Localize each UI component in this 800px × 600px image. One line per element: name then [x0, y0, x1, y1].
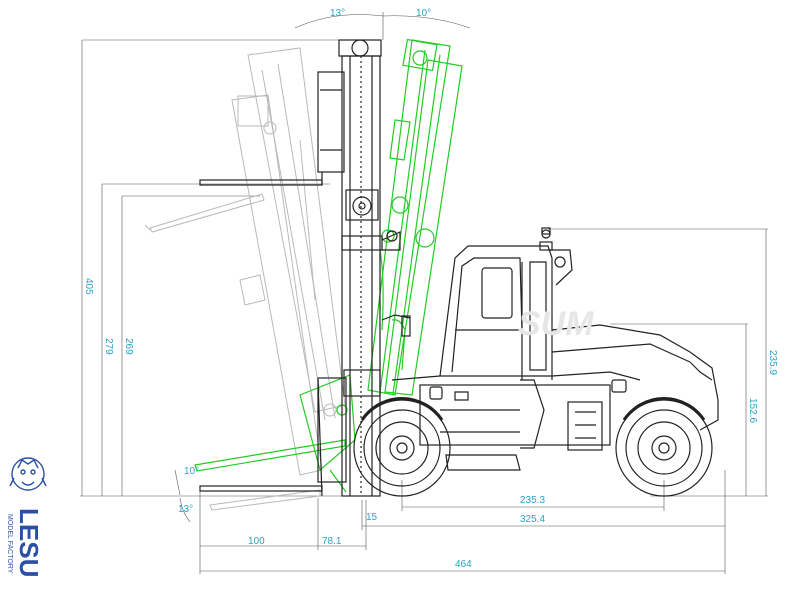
- dim-angle-fork-bottom: 13°: [178, 504, 193, 515]
- ghost-mast-back-tilt: [144, 47, 346, 511]
- front-wheel: [353, 397, 451, 497]
- dim-angle-fork-top: 10°: [184, 466, 199, 477]
- dimension-lines: [80, 12, 768, 574]
- forks: [199, 172, 347, 497]
- lion-logo-icon: [9, 457, 47, 491]
- dim-fork-length: 100: [248, 536, 265, 547]
- watermark-text: SUM: [518, 305, 594, 343]
- dim-angle-top-left: 13°: [330, 8, 345, 19]
- dim-overall-height: 405: [83, 278, 94, 295]
- dim-wheelbase: 235.3: [520, 495, 545, 506]
- dim-cab-height: 235.9: [767, 350, 778, 375]
- dim-body-height: 152.6: [747, 398, 758, 423]
- rear-wheel: [615, 397, 713, 497]
- brand-name: LESU: [14, 508, 44, 577]
- green-mast-forward-tilt: [194, 38, 463, 493]
- dim-body-length: 325.4: [520, 514, 545, 525]
- dim-lift-279: 279: [103, 338, 114, 355]
- truck-body: [391, 227, 719, 471]
- dimension-labels: 13° 10° 405 279 269 235.9 152.6 10° 13° …: [83, 8, 778, 570]
- brand-tagline: MODEL FACTORY: [6, 514, 13, 574]
- dim-fork-to-axle: 78.1: [322, 536, 342, 547]
- dim-lift-269: 269: [123, 338, 134, 355]
- dim-angle-top-right: 10°: [416, 8, 431, 19]
- dim-front-overhang: 15: [366, 512, 378, 523]
- dim-overall-length: 464: [455, 559, 472, 570]
- brand-logo: LESU MODEL FACTORY: [6, 457, 47, 577]
